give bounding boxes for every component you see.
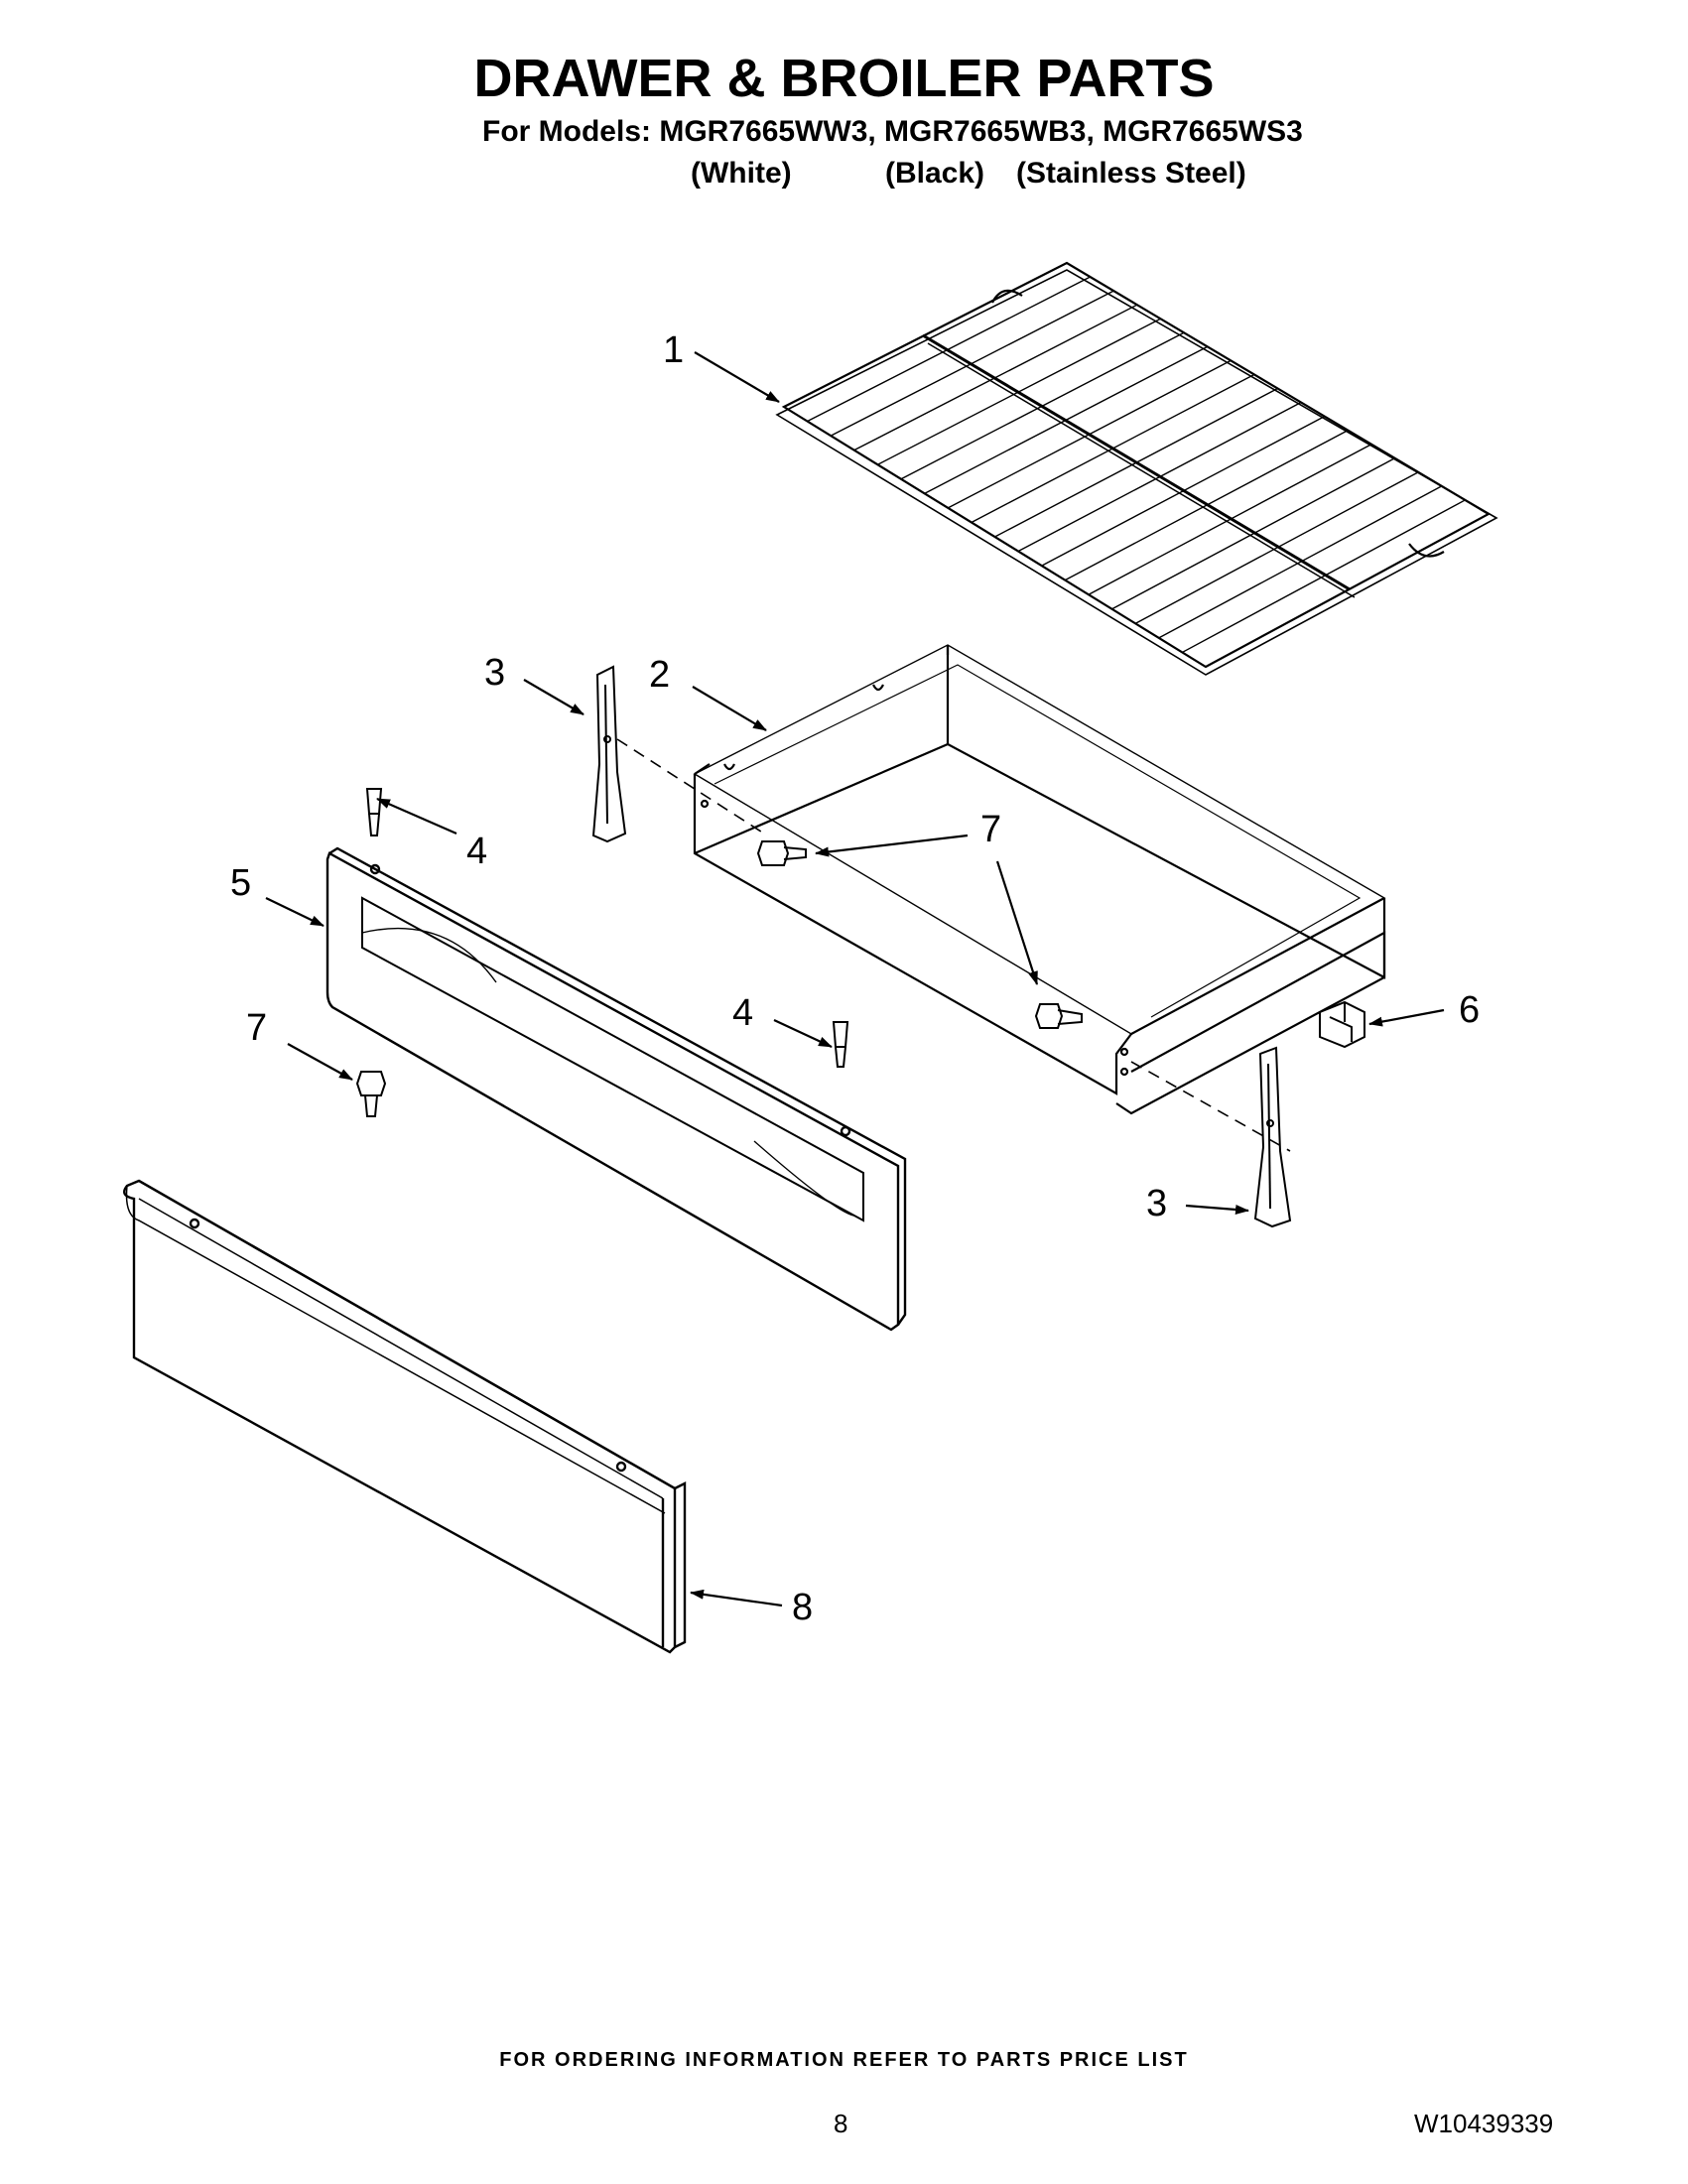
callout-1: 1 [663, 329, 684, 371]
rack-wire [1158, 485, 1443, 639]
variant-stainless-steel: (Stainless Steel) [1016, 157, 1246, 190]
callout-3-right: 3 [1146, 1183, 1167, 1224]
callout-7-left: 7 [246, 1007, 267, 1049]
ordering-note: FOR ORDERING INFORMATION REFER TO PARTS … [499, 2049, 1189, 2071]
callout-3-left: 3 [484, 652, 505, 694]
pin-part [365, 788, 849, 1068]
rack-part [775, 261, 1498, 676]
callout-4-upper: 4 [466, 831, 487, 872]
callout-6: 6 [1459, 989, 1480, 1031]
leader-lines [265, 351, 1445, 1607]
callout-5: 5 [230, 862, 251, 904]
clip-part [1319, 1000, 1365, 1049]
variant-black: (Black) [885, 157, 985, 190]
screw-part [355, 840, 1083, 1117]
rack-wires [807, 276, 1466, 654]
drawer-front-part [123, 1179, 687, 1654]
slide-left-part [591, 665, 627, 843]
rack-wire [1182, 499, 1466, 654]
models-line: For Models: MGR7665WW3, MGR7665WB3, MGR7… [482, 115, 1303, 148]
page-title: DRAWER & BROILER PARTS [473, 49, 1215, 108]
drawer-panel-part [325, 846, 907, 1332]
variant-white: (White) [691, 157, 792, 190]
slide-right-part [1253, 1046, 1292, 1228]
drawer-body-part [693, 644, 1386, 1115]
callout-7-right: 7 [980, 809, 1001, 850]
document-number: W10439339 [1414, 2109, 1554, 2138]
page-number: 8 [834, 2109, 848, 2138]
callout-2: 2 [649, 654, 670, 696]
callout-8: 8 [792, 1587, 813, 1628]
callout-4-lower: 4 [732, 992, 753, 1034]
